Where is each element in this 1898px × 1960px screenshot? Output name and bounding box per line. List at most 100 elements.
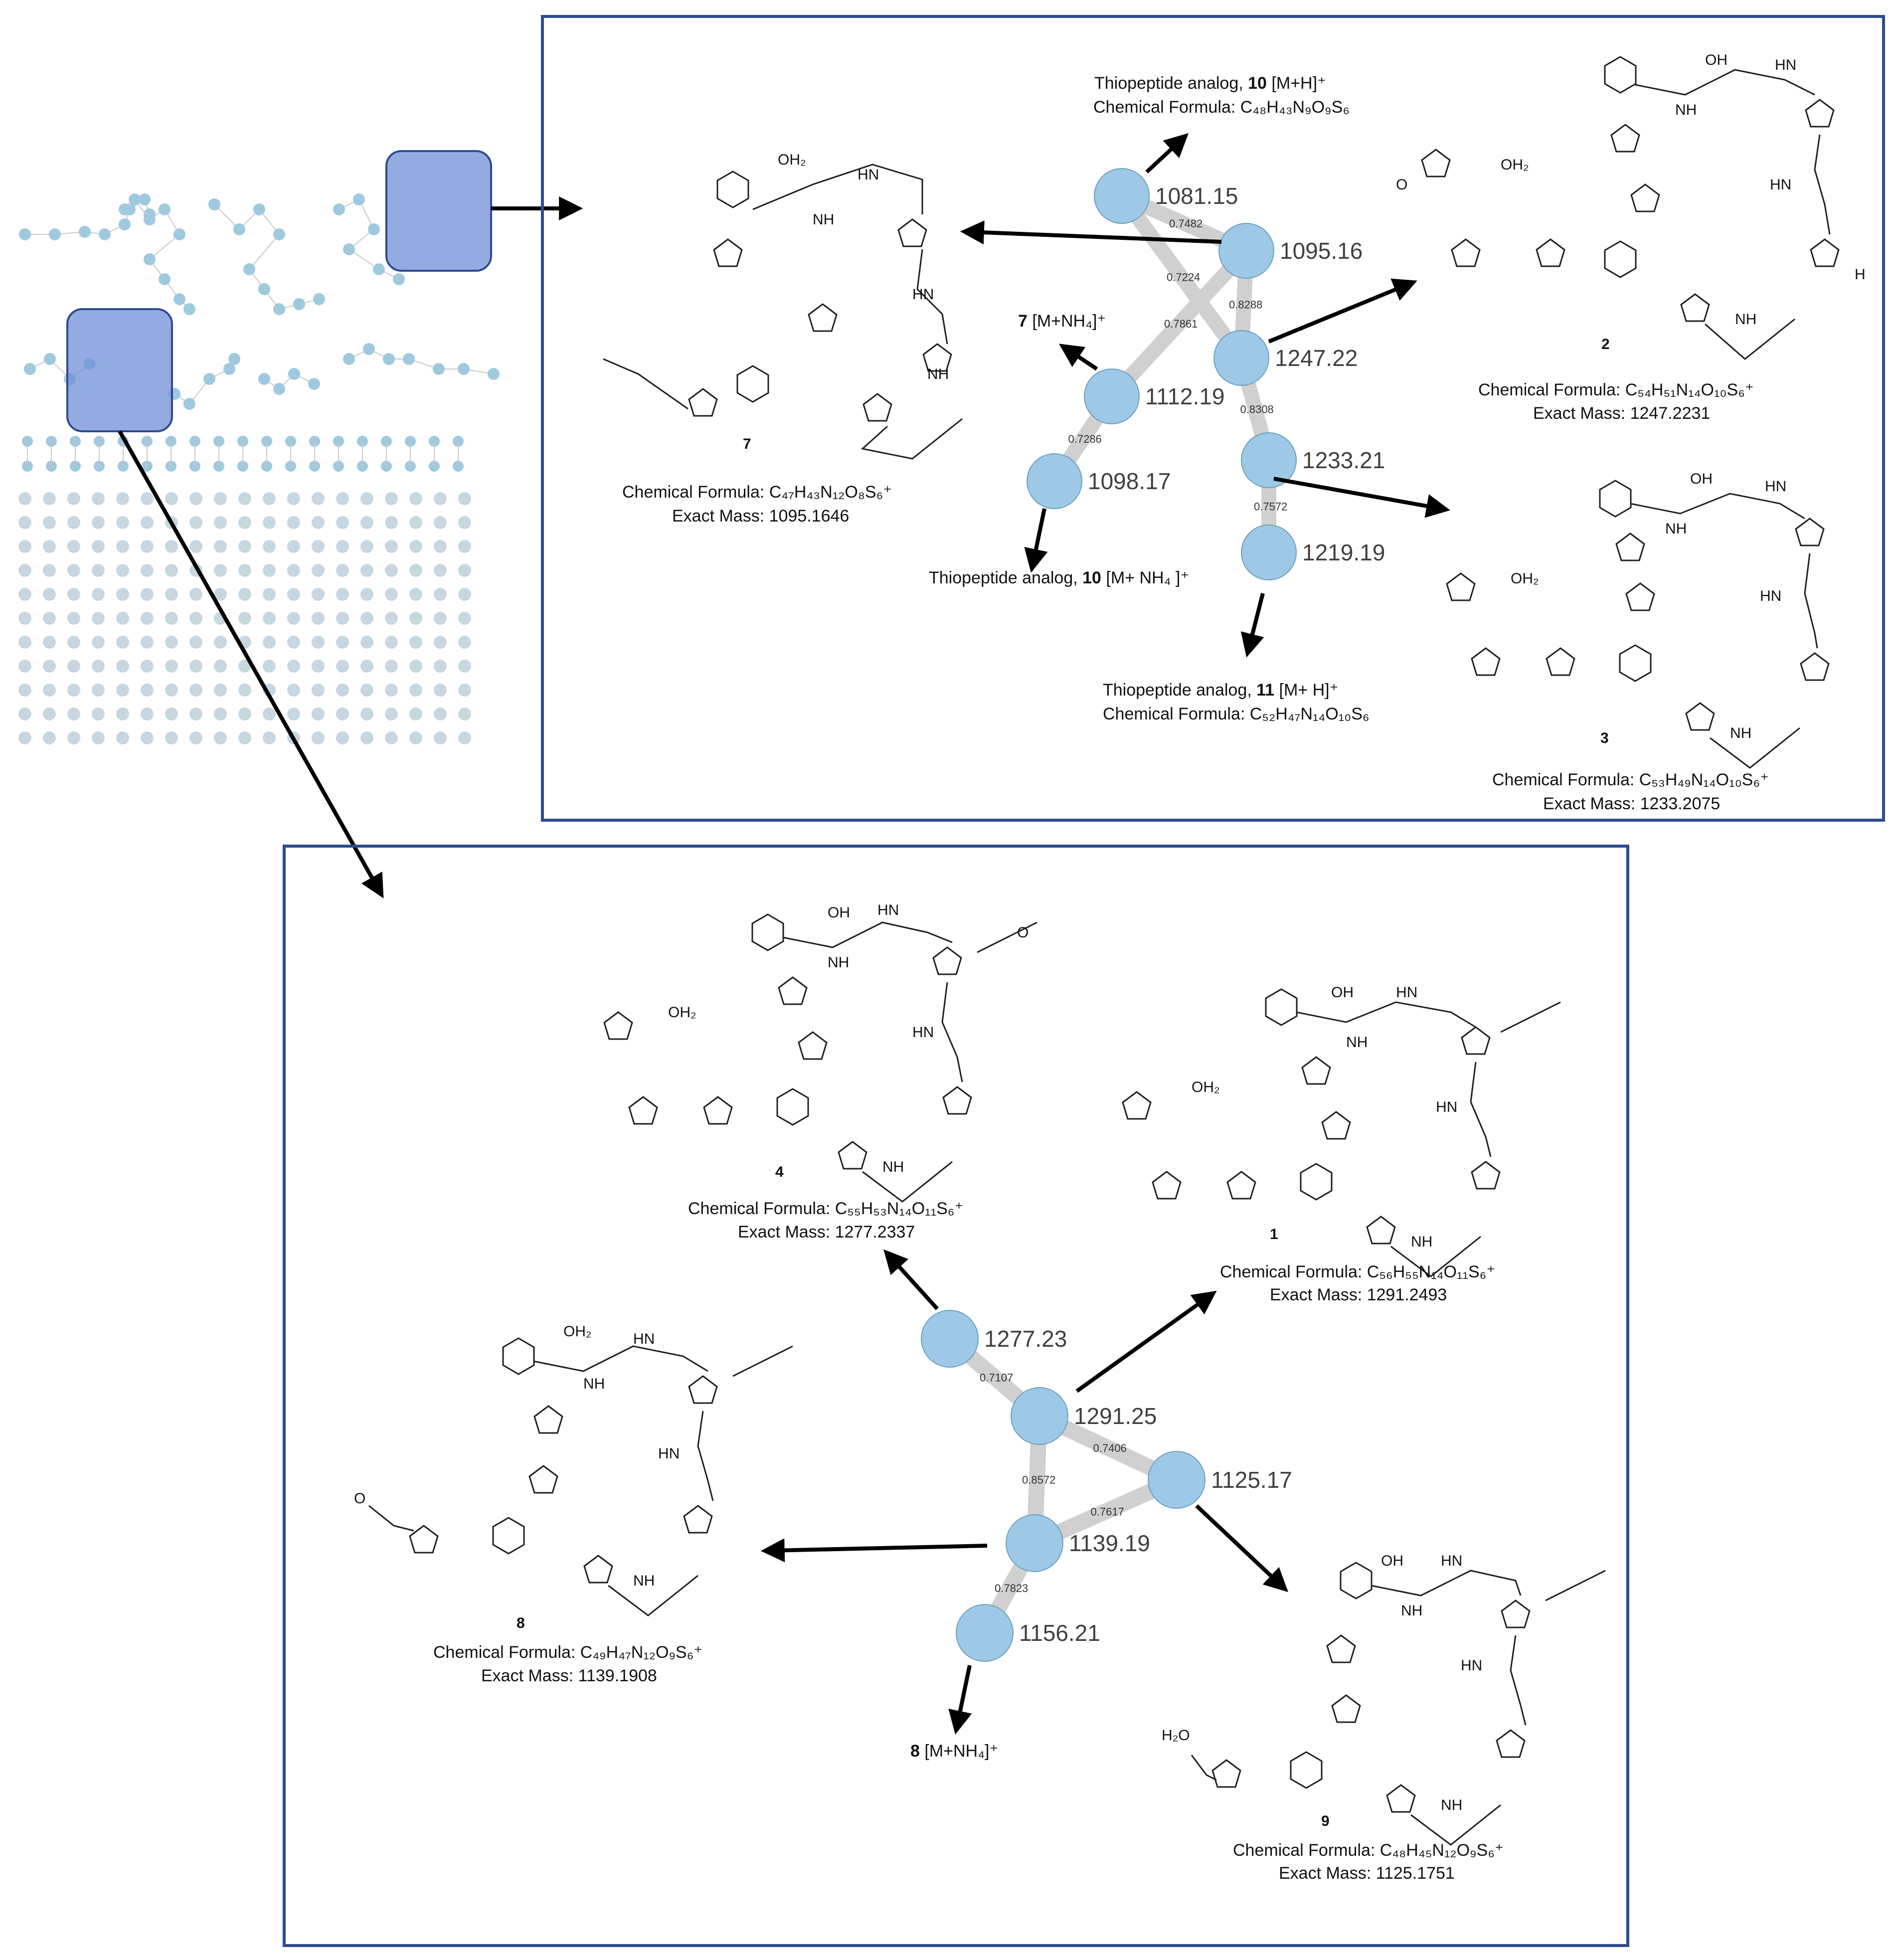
arrow-1277-to-4 [883, 1249, 939, 1310]
overview-singleton [18, 612, 31, 625]
svg-text:HN: HN [912, 286, 934, 303]
overview-singleton [409, 588, 422, 601]
overview-singleton [263, 612, 276, 625]
overview-node [383, 353, 395, 365]
edge-score-label: 0.7107 [980, 1372, 1013, 1384]
overview-node [139, 193, 151, 205]
overview-singleton [434, 564, 447, 577]
overview-singleton [409, 540, 422, 553]
overview-singleton [360, 516, 373, 529]
overview-singleton [18, 564, 31, 577]
network-node[interactable] [1218, 223, 1274, 279]
network-node[interactable] [921, 1310, 979, 1368]
overview-node [273, 228, 285, 240]
overview-singleton [214, 564, 227, 577]
compound-3-formula: Chemical Formula: C₅₃H₄₉N₁₄O₁₀S₆⁺ [1492, 770, 1769, 789]
overview-singleton [336, 660, 349, 673]
svg-text:HN: HN [1760, 588, 1781, 604]
overview-singleton [434, 636, 447, 649]
svg-text:H₂O: H₂O [1162, 1727, 1190, 1744]
overview-node [233, 223, 245, 235]
overview-singleton [434, 588, 447, 601]
overview-node [144, 253, 156, 265]
overview-node [223, 363, 235, 375]
overview-singleton [189, 684, 202, 697]
overview-singleton [336, 731, 349, 744]
edge-score-label: 0.7861 [1164, 318, 1198, 330]
network-node[interactable] [1241, 432, 1297, 488]
overview-node [293, 298, 305, 310]
overview-singleton [263, 588, 276, 601]
overview-singleton [67, 564, 80, 577]
overview-singleton [360, 731, 373, 744]
overview-singleton [434, 708, 447, 720]
compound-2-number: 2 [1601, 336, 1610, 353]
network-node[interactable] [1148, 1451, 1206, 1509]
overview-singleton [385, 516, 398, 529]
svg-text:OH₂: OH₂ [1192, 1079, 1220, 1095]
network-node[interactable] [1006, 1514, 1063, 1572]
overview-node [343, 243, 355, 255]
overview-singleton [43, 660, 56, 673]
overview-singleton [141, 684, 154, 697]
network-node[interactable] [1027, 453, 1082, 509]
network-node[interactable] [1213, 330, 1269, 386]
overview-singleton [141, 516, 154, 529]
overview-singleton [360, 636, 373, 649]
svg-text:NH: NH [1735, 311, 1756, 328]
overview-singleton [238, 540, 251, 553]
overview-singleton [409, 492, 422, 505]
overview-singleton [409, 708, 422, 720]
compound-4-number: 4 [775, 1164, 784, 1180]
overview-singleton [287, 708, 300, 720]
overview-singleton [312, 540, 325, 553]
svg-text:O: O [1017, 924, 1029, 941]
arrow-1219 [1240, 593, 1265, 658]
overview-singleton [360, 612, 373, 625]
overview-singleton [92, 564, 105, 577]
network-node[interactable] [1011, 1387, 1068, 1445]
overview-singleton [312, 612, 325, 625]
overview-node [353, 193, 365, 205]
overview-singleton [360, 708, 373, 720]
overview-node [24, 363, 36, 375]
compound-8-number: 8 [517, 1615, 525, 1631]
overview-singleton [458, 588, 471, 601]
overview-singleton [214, 708, 227, 720]
overview-singleton [141, 731, 154, 744]
overview-singleton [312, 660, 325, 673]
overview-node [173, 293, 185, 305]
network-node[interactable] [956, 1604, 1014, 1662]
overview-singleton [43, 612, 56, 625]
overview-singleton [458, 516, 471, 529]
compound-9-formula: Chemical Formula: C₄₈H₄₅N₁₂O₉S₆⁺ [1233, 1841, 1504, 1860]
overview-singleton [165, 588, 178, 601]
network-node[interactable] [1094, 168, 1150, 224]
overview-singleton [336, 564, 349, 577]
network-edge [1114, 188, 1249, 365]
edge-score-label: 0.8288 [1229, 299, 1262, 311]
svg-text:O: O [1396, 177, 1407, 193]
overview-node [313, 293, 325, 305]
overview-singleton [336, 708, 349, 720]
annotation-11-mh: Thiopeptide analog, 11 [M+ H]⁺ [1103, 681, 1339, 700]
node-mass-label: 1156.21 [1019, 1620, 1100, 1646]
compound-9-mass: Exact Mass: 1125.1751 [1279, 1864, 1455, 1883]
network-node[interactable] [1084, 368, 1140, 424]
svg-text:NH: NH [1401, 1603, 1422, 1619]
overview-singleton [116, 636, 129, 649]
overview-singleton [67, 588, 80, 601]
overview-node [159, 203, 171, 215]
svg-text:OH₂: OH₂ [1511, 570, 1539, 587]
overview-singleton [312, 588, 325, 601]
overview-node [49, 228, 61, 240]
overview-singleton [458, 540, 471, 553]
overview-singleton [360, 492, 373, 505]
overview-singleton [312, 492, 325, 505]
overview-singleton [189, 540, 202, 553]
compound-4-formula: Chemical Formula: C₅₅H₅₃N₁₄O₁₁S₆⁺ [688, 1199, 963, 1218]
overview-network [18, 193, 500, 744]
network-node[interactable] [1241, 525, 1297, 580]
